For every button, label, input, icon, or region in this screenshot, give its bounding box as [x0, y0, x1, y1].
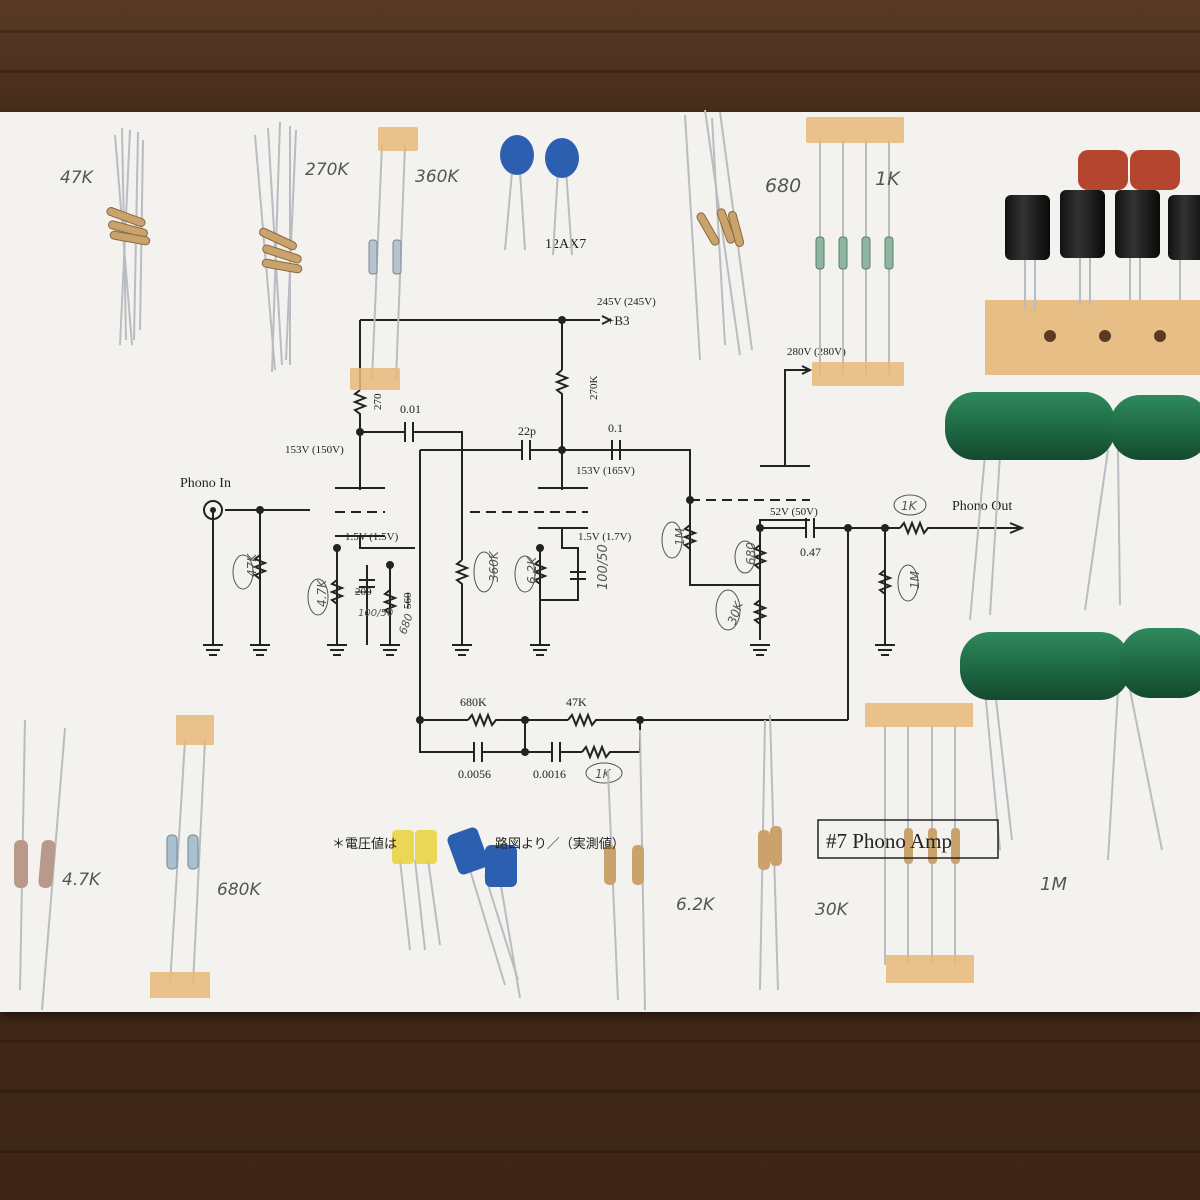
film-capacitors-red — [1078, 150, 1180, 190]
r-in-label: 47K — [245, 553, 259, 577]
electrolytic-capacitors — [985, 190, 1200, 375]
film-capacitors-green — [945, 392, 1200, 861]
r-cath1b-new-label: 680 — [396, 612, 415, 636]
resistor-group-360k — [350, 127, 418, 390]
b3-voltage-label: 245V (245V) — [597, 296, 656, 308]
label-4-7k: 4.7K — [62, 870, 102, 890]
phono-in-label: Phono In — [180, 476, 231, 491]
c-22p-label: 22p — [518, 424, 536, 438]
schematic-wiring — [203, 319, 1020, 762]
r-cath3-label: 680 — [744, 542, 758, 565]
label-360k: 360K — [415, 167, 460, 187]
phono-out-label: Phono Out — [952, 499, 1012, 514]
c-cath1-label: 200 — [355, 586, 372, 598]
fb-c1-label: 0.0056 — [458, 767, 491, 781]
b3-label: +B3 — [607, 313, 630, 328]
c-cath2-label: 100/50 — [596, 544, 611, 590]
c-coupling2-label: 0.1 — [608, 421, 623, 435]
resistor-group-47k — [106, 127, 151, 346]
label-680: 680 — [765, 175, 801, 197]
c-out-label: 0.47 — [800, 545, 821, 559]
r-cath1-label: 4.7K — [315, 579, 329, 607]
label-1m: 1M — [1040, 874, 1067, 895]
phono-in-jack — [203, 500, 223, 520]
fb-c2-label: 0.0016 — [533, 767, 566, 781]
v-cath3-label: 52V (50V) — [770, 506, 818, 518]
label-6-2k: 6.2K — [676, 895, 716, 915]
resistor-group-680 — [684, 109, 753, 361]
r-cath1b-label: 560 — [402, 592, 414, 609]
v-cath2-label: 1.5V (1.7V) — [578, 531, 632, 543]
voltage-note: ＊電圧値は — [332, 836, 397, 851]
ceramic-capacitors-blue — [500, 135, 579, 256]
r-cath2-label: 6.2K — [525, 556, 539, 584]
v-plate2-label: 153V (165V) — [576, 465, 635, 477]
label-1k: 1K — [875, 168, 901, 190]
junction-dots — [256, 316, 889, 756]
title-text: #7 Phono Amp — [826, 829, 952, 853]
supply-280-label: 280V (280V) — [787, 346, 846, 358]
c-coupling1-label: 0.01 — [400, 402, 421, 416]
r-out-shunt-label: 1M — [908, 570, 922, 589]
label-270k: 270K — [305, 160, 350, 180]
r-out-label: 1K — [901, 499, 918, 513]
r-plate2-label: 270K — [588, 376, 600, 401]
resistor-group-1m — [865, 703, 974, 983]
v-plate1-label: 153V (150V) — [285, 444, 344, 456]
small-capacitors — [392, 827, 521, 999]
fb-r1-label: 680K — [460, 695, 487, 709]
r-grid-label: 1M — [673, 527, 687, 546]
r-plate1-label: 270 — [372, 393, 384, 410]
resistor-group-680k — [150, 715, 214, 998]
tube-label: 12AX7 — [545, 237, 586, 252]
r-cath3b-label: 30K — [725, 599, 746, 627]
v-cath1-label: 1.5V (1.5V) — [345, 531, 399, 543]
part-handwritten-labels: 47K 270K 360K 680 1K 4.7K 680K 6.2K 30K … — [60, 160, 1067, 920]
title-box — [817, 819, 999, 859]
fb-r2-label: 47K — [566, 695, 587, 709]
voltage-note-2: 路図より／（実測値） — [495, 836, 625, 851]
resistor-group-4-7k — [14, 719, 66, 1011]
label-680k: 680K — [217, 880, 262, 900]
resistor-group-270k — [254, 121, 303, 373]
resistor-group-1k — [806, 117, 904, 386]
label-30k: 30K — [815, 900, 850, 920]
resistor-group-6-2k — [604, 729, 646, 1011]
label-47k: 47K — [60, 168, 95, 188]
schematic-labels: 245V (245V) +B3 280V (280V) 12AX7 270 27… — [180, 237, 1012, 781]
c-cath1-new-label: 100/50 — [358, 608, 393, 619]
r-mid-label: 360K — [487, 550, 501, 582]
resistor-group-30k — [758, 714, 782, 991]
